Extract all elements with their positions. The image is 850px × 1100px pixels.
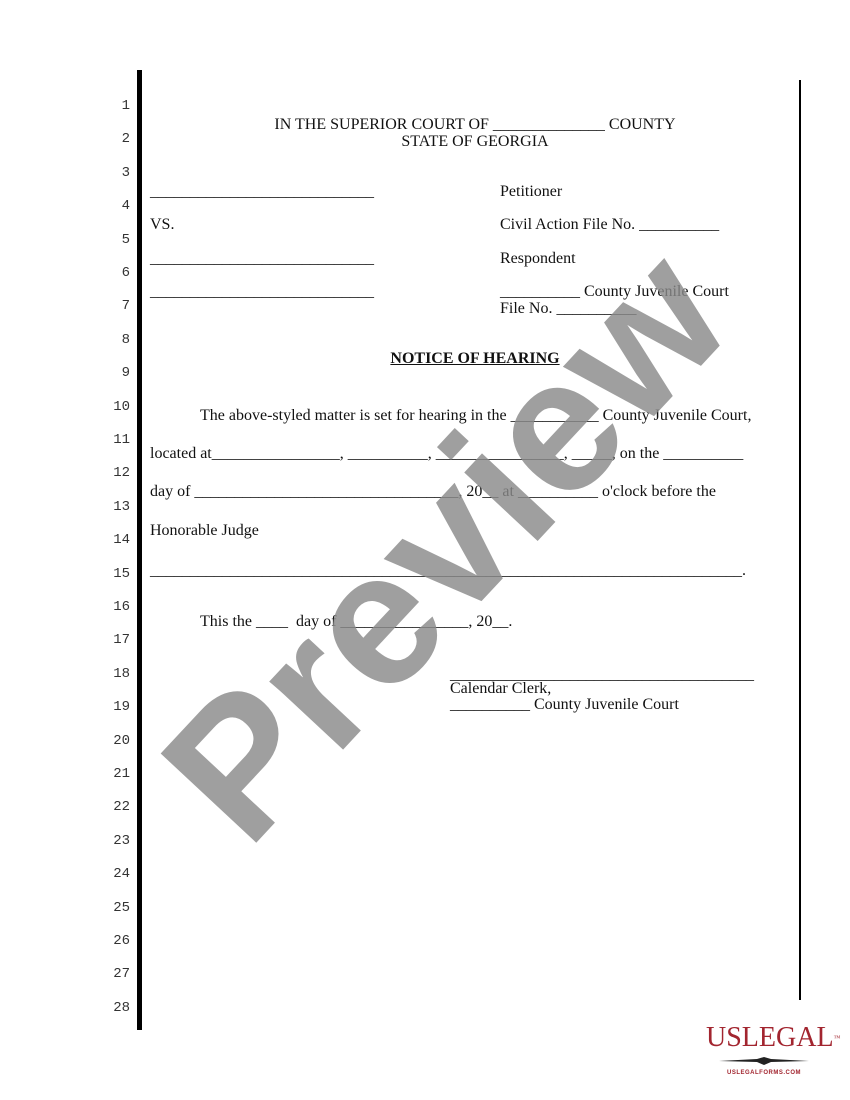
line-number: 25 — [113, 899, 130, 916]
line-number: 13 — [113, 498, 130, 515]
line-number: 18 — [113, 665, 130, 682]
line-number: 5 — [121, 231, 130, 248]
line-number: 16 — [113, 599, 130, 615]
line-number: 27 — [113, 966, 130, 983]
body-line-3: day of _________________________________… — [150, 483, 716, 500]
judge-name-blank: ________________________________________… — [150, 562, 746, 579]
line-number: 24 — [113, 866, 130, 883]
line-number: 2 — [121, 131, 130, 148]
line-number: 3 — [121, 164, 130, 181]
petitioner-name-blank: ____________________________ — [150, 183, 374, 200]
signature-title: Calendar Clerk, — [450, 680, 552, 697]
right-margin-rule — [799, 80, 801, 1000]
line-number: 4 — [121, 198, 130, 215]
line-number: 15 — [113, 565, 130, 582]
respondent-name-blank: ____________________________ — [150, 250, 374, 267]
line-number: 17 — [113, 632, 130, 649]
date-line: This the ____ day of ________________, 2… — [200, 613, 513, 630]
line-number: 9 — [121, 365, 130, 382]
body-line-1: The above-styled matter is set for heari… — [200, 407, 752, 424]
line-number: 8 — [121, 331, 130, 348]
line-number: 28 — [113, 999, 130, 1016]
civil-action-file-no: Civil Action File No. __________ — [500, 216, 720, 233]
line-number: 14 — [113, 532, 130, 549]
body-line-2: located at________________, __________, … — [150, 445, 744, 462]
line-number: 6 — [121, 265, 130, 281]
line-number: 1 — [121, 98, 130, 114]
respondent-label: Respondent — [500, 250, 576, 267]
line-number: 22 — [113, 799, 130, 816]
line-number: 19 — [113, 699, 130, 716]
line-number: 23 — [113, 832, 130, 849]
preview-watermark: Preview — [122, 210, 768, 880]
line-number: 26 — [113, 933, 130, 949]
uslegal-logo: USLEGAL™ USLEGALFORMS.COM — [706, 1022, 841, 1077]
juvenile-file-no: File No. __________ — [500, 300, 637, 317]
line-number: 10 — [113, 398, 130, 415]
line-number: 11 — [113, 432, 130, 448]
body-line-4: Honorable Judge — [150, 522, 259, 539]
signature-court: __________ County Juvenile Court — [450, 696, 679, 713]
line-number: 20 — [113, 732, 130, 749]
juvenile-court-line: __________ County Juvenile Court — [500, 283, 729, 300]
left-margin-rule — [137, 70, 142, 1030]
line-number: 7 — [121, 298, 130, 315]
line-number: 21 — [113, 766, 130, 782]
signature-line: ______________________________________ — [450, 666, 754, 683]
eagle-icon — [719, 1057, 809, 1065]
vs-label: VS. — [150, 216, 175, 233]
line-number: 12 — [113, 465, 130, 482]
state-heading: STATE OF GEORGIA — [401, 133, 549, 150]
document-title: NOTICE OF HEARING — [390, 350, 560, 367]
additional-name-blank: ____________________________ — [150, 283, 374, 300]
court-heading: IN THE SUPERIOR COURT OF ______________ … — [274, 116, 676, 133]
petitioner-label: Petitioner — [500, 183, 563, 200]
